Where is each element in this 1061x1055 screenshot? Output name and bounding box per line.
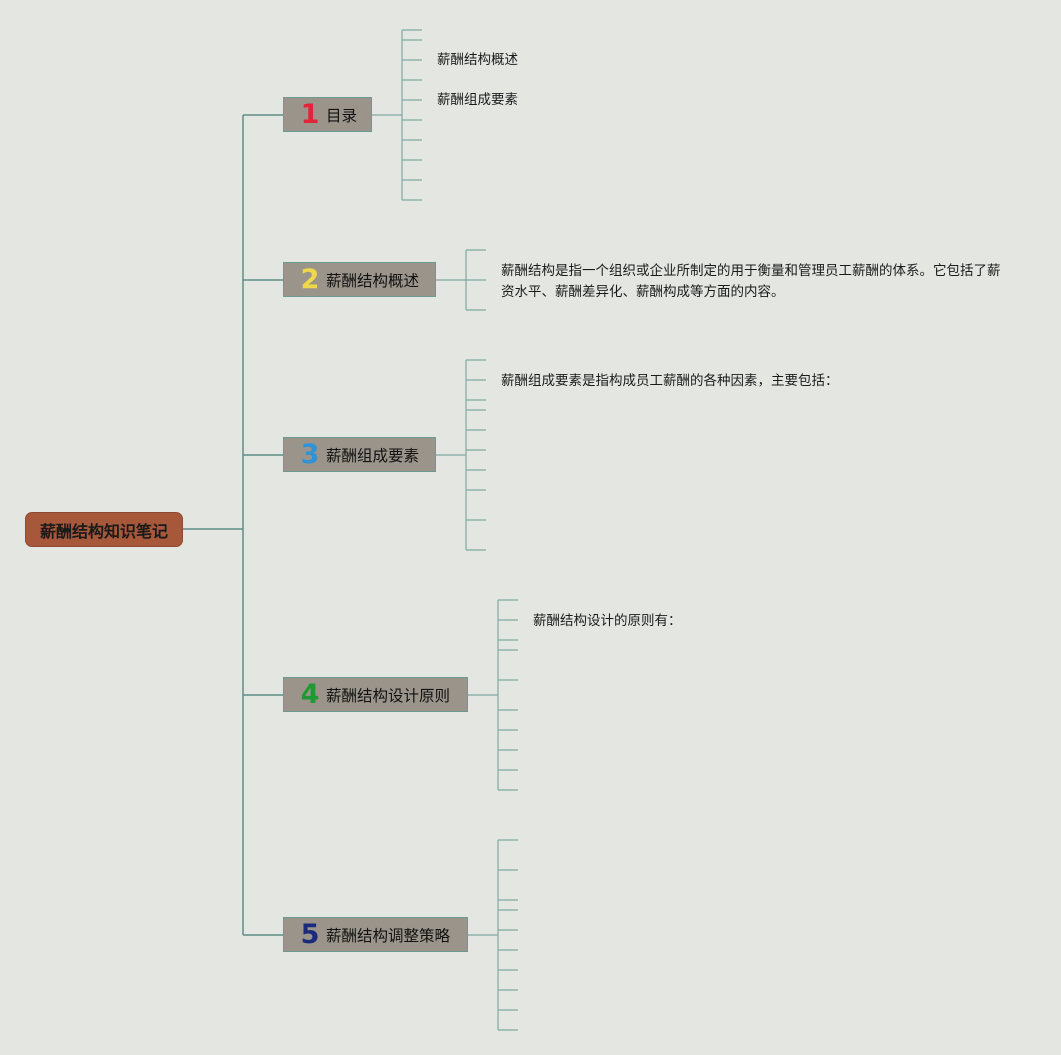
branch-3-label: 薪酬组成要素 xyxy=(326,446,420,465)
root-node-label: 薪酬结构知识笔记 xyxy=(39,521,168,541)
root-node[interactable]: 薪酬结构知识笔记 xyxy=(25,512,183,547)
branch-2-leaf-lines xyxy=(436,249,486,311)
number-5-icon: 5 xyxy=(300,918,320,950)
toc-item-2[interactable]: 薪酬组成要素 xyxy=(437,92,518,108)
trunk-connectors xyxy=(183,114,284,936)
branch-5-label: 薪酬结构调整策略 xyxy=(326,926,451,945)
branch-node-4[interactable]: 4 薪酬结构设计原则 xyxy=(283,677,468,712)
number-2-icon: 2 xyxy=(300,263,320,295)
branch-1-label: 目录 xyxy=(326,106,358,125)
branch-2-label: 薪酬结构概述 xyxy=(326,271,420,290)
number-4-icon: 4 xyxy=(300,678,320,710)
branch-3-note: 薪酬组成要素是指构成员工薪酬的各种因素，主要包括： xyxy=(501,373,839,389)
toc-item-1[interactable]: 薪酬结构概述 xyxy=(437,52,518,68)
number-3-icon: 3 xyxy=(300,438,320,470)
branch-node-1[interactable]: 1 目录 xyxy=(283,97,372,132)
branch-node-2[interactable]: 2 薪酬结构概述 xyxy=(283,262,436,297)
branch-5-leaf-lines xyxy=(468,839,518,1031)
number-1-icon: 1 xyxy=(300,98,320,130)
branch-4-note: 薪酬结构设计的原则有： xyxy=(533,613,682,629)
branch-4-leaf-lines xyxy=(468,599,518,791)
branch-1-leaf-lines xyxy=(372,29,422,201)
branch-4-label: 薪酬结构设计原则 xyxy=(326,686,451,705)
branch-3-leaf-lines xyxy=(436,359,486,551)
branch-node-3[interactable]: 3 薪酬组成要素 xyxy=(283,437,436,472)
branch-2-note: 薪酬结构是指一个组织或企业所制定的用于衡量和管理员工薪酬的体系。它包括了薪资水平… xyxy=(501,263,1001,300)
branch-node-5[interactable]: 5 薪酬结构调整策略 xyxy=(283,917,468,952)
